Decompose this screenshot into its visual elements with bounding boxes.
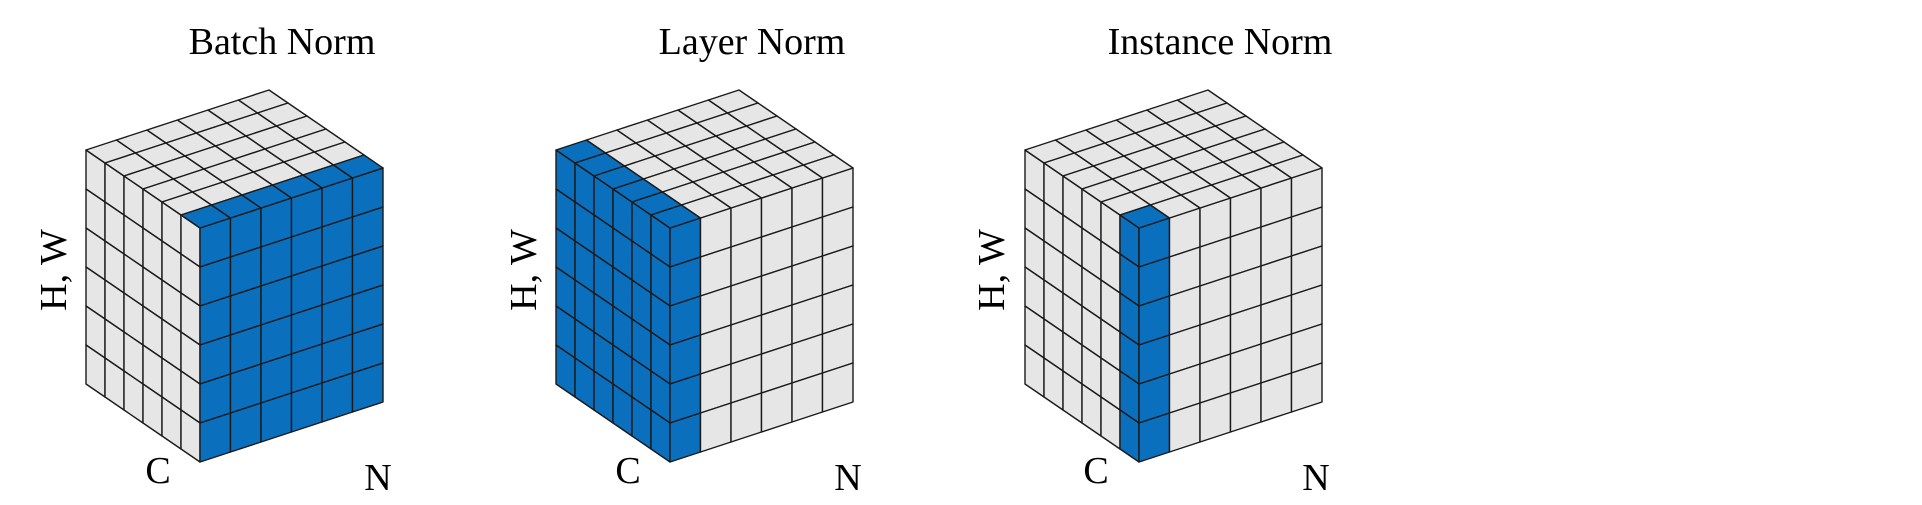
axis-label-n-batch-norm: N [364,457,391,499]
axis-label-hw-batch-norm: H, W [33,229,75,311]
top-face-cell [1271,154,1323,179]
axis-label-c-batch-norm: C [145,450,170,492]
axis-label-hw-instance-norm: H, W [971,229,1013,311]
cube-batch-norm [85,89,384,463]
panel-instance-norm: Instance Norm H, W C N [971,21,1332,499]
right-face-cell [351,362,384,413]
panel-title-batch-norm: Batch Norm [189,21,376,63]
right-face-cell [1290,362,1323,413]
top-face-cell [802,154,854,179]
right-face-cell [821,362,854,413]
axis-label-c-instance-norm: C [1083,450,1108,492]
top-face-cell [332,154,384,179]
panel-layer-norm: Layer Norm H, W C N [503,21,862,499]
panel-title-instance-norm: Instance Norm [1108,21,1333,63]
axis-label-n-layer-norm: N [834,457,861,499]
panel-title-layer-norm: Layer Norm [659,21,846,63]
cube-layer-norm [555,89,854,463]
panel-batch-norm: Batch Norm H, W C N [33,21,392,499]
axis-label-hw-layer-norm: H, W [503,229,545,311]
axis-label-c-layer-norm: C [615,450,640,492]
cube-instance-norm [1024,89,1323,463]
axis-label-n-instance-norm: N [1302,457,1329,499]
